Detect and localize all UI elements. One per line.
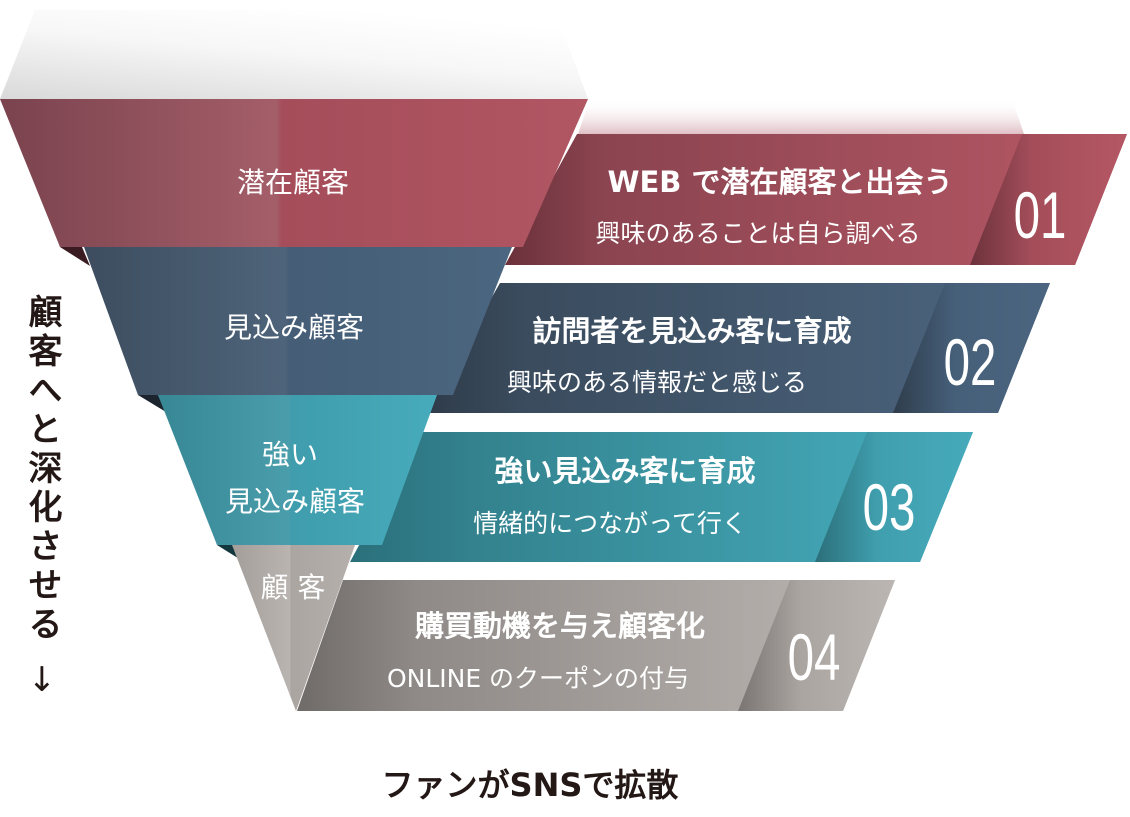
step-number-tab-04 — [738, 580, 895, 711]
funnel-layer-1 — [0, 99, 588, 247]
step-number-tab-03 — [815, 432, 973, 562]
step-banner-04 — [297, 580, 895, 711]
stage-label-4: 顧 客 — [261, 571, 326, 604]
step-title-02: 訪問者を見込み客に育成 — [532, 314, 851, 348]
step-subtitle-04: ONLINE のクーポンの付与 — [387, 664, 689, 693]
step-subtitle-02: 興味のある情報だと感じる — [507, 368, 807, 397]
step-banner-02 — [425, 283, 1050, 413]
stage-label-3-line2: 見込み顧客 — [225, 485, 365, 518]
step-number-01: 01 — [1014, 179, 1067, 252]
step-number-03: 03 — [863, 471, 916, 544]
footer-caption: ファンがSNSで拡散 — [381, 766, 679, 804]
vertical-side-label: 顧客へと深化させる — [22, 294, 62, 645]
funnel-layer-2 — [84, 247, 512, 395]
funnel-shadow-1 — [60, 247, 90, 266]
funnel-rim — [0, 10, 588, 99]
banner-reflection — [578, 99, 1024, 134]
funnel-layer-3 — [158, 395, 437, 545]
step-banner-01 — [505, 134, 1127, 265]
step-number-02: 02 — [944, 326, 997, 399]
funnel-layer-4 — [232, 545, 355, 711]
step-number-tab-01 — [970, 134, 1127, 265]
step-number-tab-02 — [893, 283, 1050, 413]
step-banner-03 — [350, 432, 973, 562]
stage-label-3-line1: 強い — [262, 438, 318, 471]
step-subtitle-01: 興味のあることは自ら調べる — [595, 219, 920, 248]
stage-label-1: 潜在顧客 — [237, 166, 349, 199]
step-number-04: 04 — [788, 621, 841, 694]
stage-label-2: 見込み顧客 — [224, 311, 364, 344]
step-title-03: 強い見込み客に育成 — [494, 454, 755, 488]
funnel-shadow-2 — [138, 395, 166, 412]
step-subtitle-03: 情緒的につながって行く — [473, 509, 747, 538]
step-title-04: 購買動機を与え顧客化 — [415, 609, 705, 643]
step-title-01: WEB で潜在顧客と出会う — [608, 165, 953, 199]
down-arrow-icon: ↓ — [27, 660, 57, 700]
